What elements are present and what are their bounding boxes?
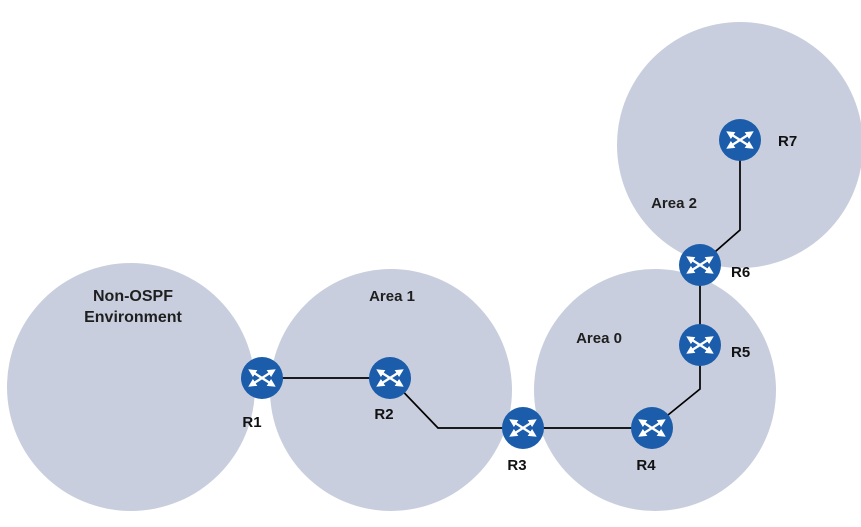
area-circle-non-ospf-environment — [7, 263, 255, 511]
router-arrows-icon — [686, 256, 714, 274]
router-arrows-icon — [686, 336, 714, 354]
router-r6: R6 — [679, 244, 750, 286]
router-r7: R7 — [719, 119, 797, 161]
router-arrows-icon — [376, 369, 404, 387]
router-arrows-icon — [509, 419, 537, 437]
router-label-r5: R5 — [731, 344, 750, 361]
router-r3: R3 — [502, 407, 544, 474]
router-label-r6: R6 — [731, 264, 750, 281]
router-r2: R2 — [369, 357, 411, 423]
router-label-r4: R4 — [636, 457, 656, 474]
area-label-area-2: Area 2 — [651, 195, 697, 212]
router-r4: R4 — [631, 407, 673, 474]
link-r2-r3 — [389, 377, 523, 429]
area-label-area-1: Area 1 — [369, 288, 415, 305]
router-label-r3: R3 — [507, 457, 526, 474]
area-circle-area-0 — [534, 269, 776, 511]
router-label-r7: R7 — [778, 133, 797, 150]
router-arrows-icon — [248, 369, 276, 387]
area-label-area-0: Area 0 — [576, 330, 622, 347]
router-r1: R1 — [241, 357, 283, 431]
router-label-r2: R2 — [374, 406, 393, 423]
router-arrows-icon — [638, 419, 666, 437]
router-r5: R5 — [679, 324, 750, 366]
router-label-r1: R1 — [242, 414, 261, 431]
router-arrows-icon — [726, 131, 754, 149]
